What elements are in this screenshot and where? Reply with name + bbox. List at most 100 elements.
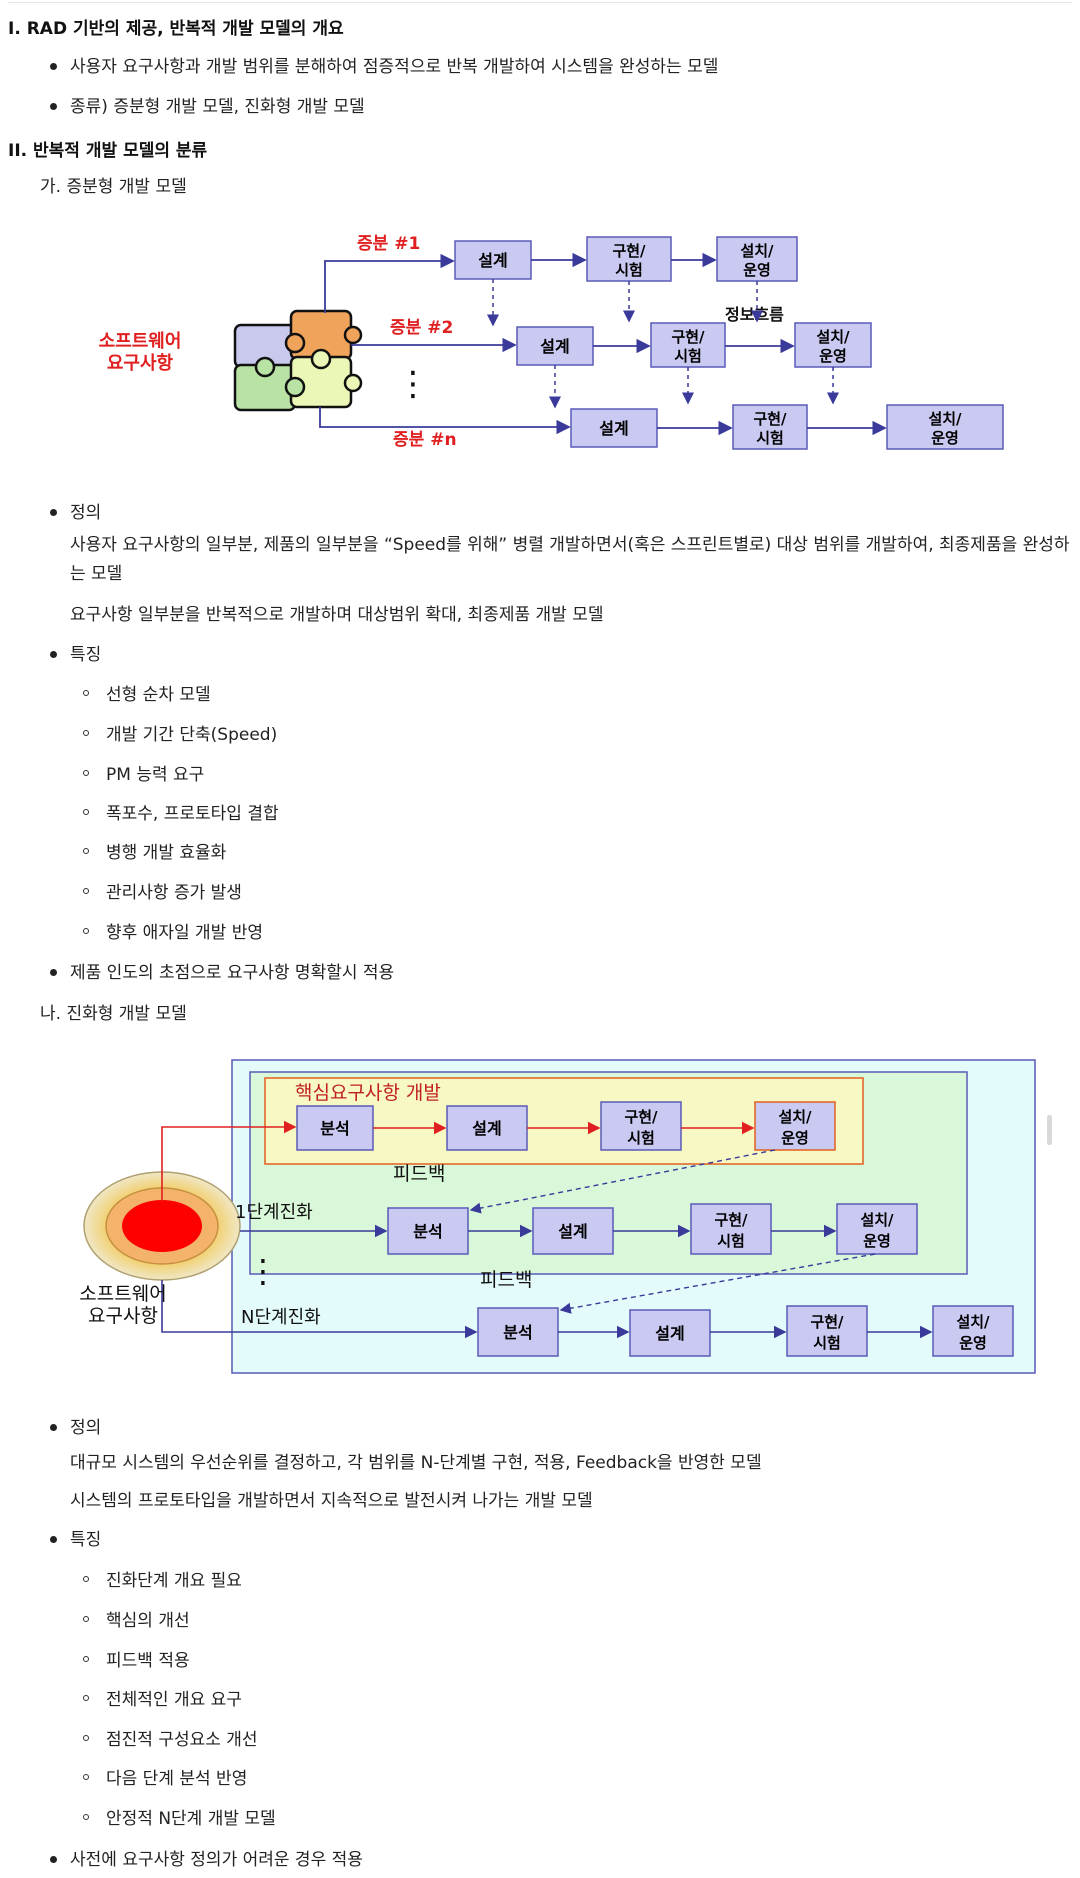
svg-text:분석: 분석: [503, 1323, 532, 1342]
bullet-dot: [50, 1536, 57, 1543]
svg-text:구현/: 구현/: [753, 410, 787, 428]
sub-bullet: [83, 809, 89, 815]
svg-text:운영: 운영: [959, 1334, 987, 1352]
svg-text:설치/: 설치/: [928, 410, 962, 428]
puzzle-icon: [233, 309, 363, 412]
software-requirements-label-2: 요구사항: [88, 1305, 158, 1327]
sub-bullet: [83, 928, 89, 934]
increment-1-label: 증분 #1: [357, 234, 420, 254]
install-box-core: [754, 1101, 836, 1151]
svg-text:시험: 시험: [615, 261, 643, 279]
incremental-feature: 향후 애자일 개발 반영: [106, 923, 263, 943]
sub-bullet: [83, 1695, 89, 1701]
section1-heading: I. RAD 기반의 제공, 반복적 개발 모델의 개요: [8, 19, 344, 39]
evolutionary-feature: 핵심의 개선: [106, 1611, 190, 1631]
svg-text:시험: 시험: [627, 1129, 655, 1147]
bullet-dot: [50, 1856, 57, 1863]
evolutionary-feature: 점진적 구성요소 개선: [106, 1730, 258, 1750]
design-box-stage1: [532, 1207, 614, 1255]
incremental-feature: 병행 개발 효율화: [106, 843, 227, 863]
design-box-stagen: [629, 1309, 711, 1357]
section2-heading: II. 반복적 개발 모델의 분류: [8, 141, 208, 161]
install-box-2: [794, 322, 872, 368]
svg-text:시험: 시험: [756, 429, 784, 447]
sub-bullet: [83, 730, 89, 736]
incremental-apply: 제품 인도의 초점으로 요구사항 명확할시 적용: [70, 963, 395, 983]
impl-box-stagen: [786, 1305, 868, 1357]
evolutionary-apply: 사전에 요구사항 정의가 어려운 경우 적용: [70, 1850, 363, 1870]
analysis-box-core: [296, 1105, 374, 1151]
section1-bullet-2: 종류) 증분형 개발 모델, 진화형 개발 모델: [70, 97, 365, 117]
incremental-feature: 폭포수, 프로토타입 결합: [106, 804, 279, 824]
design-box-core: [446, 1105, 528, 1151]
section1-bullet-1: 사용자 요구사항과 개발 범위를 분해하여 점증적으로 반복 개발하여 시스템을…: [70, 57, 719, 77]
incremental-feat-label: 특징: [70, 645, 102, 665]
install-box-stagen: [932, 1305, 1014, 1357]
evolutionary-feature: 다음 단계 분석 반영: [106, 1769, 248, 1789]
software-requirements-label-2: 요구사항: [107, 353, 174, 374]
sub-bullet: [83, 1735, 89, 1741]
sub-bullet: [83, 888, 89, 894]
evolutionary-model-diagram: 핵심요구사항 개발 분석 설계 구현/ 시험 설치/ 운영 분석 설계 구현/ …: [79, 1059, 1036, 1374]
evolutionary-def-text-1: 대규모 시스템의 우선순위를 결정하고, 각 범위를 N-단계별 구현, 적용,…: [70, 1453, 762, 1473]
incremental-def-text-1: 사용자 요구사항의 일부분, 제품의 일부분을 “Speed를 위해” 병렬 개…: [70, 535, 1070, 584]
install-box-3: [886, 404, 1004, 450]
bullet-dot: [50, 63, 57, 70]
impl-box-stage1: [690, 1203, 772, 1255]
evolutionary-def-label: 정의: [70, 1418, 102, 1438]
evolutionary-feat-label: 특징: [70, 1530, 102, 1550]
info-flow-label: 정보흐름: [725, 305, 784, 324]
sub-bullet: [83, 770, 89, 776]
install-box-stage1: [836, 1203, 918, 1255]
core-requirements-dot: [122, 1200, 202, 1252]
analysis-box-stagen: [477, 1307, 559, 1357]
evolutionary-feature: 안정적 N단계 개발 모델: [106, 1809, 276, 1829]
sub-bullet: [83, 1814, 89, 1820]
sub-bullet: [83, 1616, 89, 1622]
bullet-dot: [50, 651, 57, 658]
stage1-label: 1단계진화: [235, 1202, 313, 1223]
svg-text:운영: 운영: [819, 347, 847, 365]
svg-text:구현/: 구현/: [624, 1108, 658, 1126]
sub-bullet: [83, 848, 89, 854]
svg-text:시험: 시험: [813, 1334, 841, 1352]
impl-box-core: [600, 1101, 682, 1151]
svg-text:설치/: 설치/: [860, 1211, 894, 1229]
svg-text:운영: 운영: [863, 1232, 891, 1250]
evolutionary-def-text-2: 시스템의 프로토타입을 개발하면서 지속적으로 발전시켜 나가는 개발 모델: [70, 1491, 593, 1511]
feedback-label-n: 피드백: [480, 1269, 532, 1291]
svg-text:설계: 설계: [472, 1119, 501, 1138]
sub-bullet: [83, 1576, 89, 1582]
svg-text:운영: 운영: [931, 429, 959, 447]
software-requirements-label: 소프트웨어: [99, 331, 182, 352]
design-box-3: [570, 408, 658, 448]
core-label: 핵심요구사항 개발: [295, 1082, 441, 1104]
increment-2-label: 증분 #2: [390, 318, 453, 338]
svg-text:설치/: 설치/: [778, 1108, 812, 1126]
svg-text:설치/: 설치/: [740, 242, 774, 260]
scrollbar-thumb[interactable]: [1047, 1115, 1052, 1145]
incremental-feature: 선형 순차 모델: [106, 685, 211, 705]
impl-box-3: [732, 404, 808, 450]
svg-text:시험: 시험: [674, 347, 702, 365]
svg-text:구현/: 구현/: [714, 1211, 748, 1229]
increment-n-label: 증분 #n: [393, 430, 457, 450]
bullet-dot: [50, 103, 57, 110]
incremental-feature: PM 능력 요구: [106, 765, 205, 785]
incremental-feature: 관리사항 증가 발생: [106, 883, 242, 903]
vertical-dots: ⋮: [247, 1252, 279, 1290]
top-divider: [8, 2, 1072, 3]
svg-text:구현/: 구현/: [810, 1313, 844, 1331]
install-box-1: [716, 236, 798, 282]
bullet-dot: [50, 509, 57, 516]
svg-text:설계: 설계: [540, 337, 569, 356]
evolutionary-feature: 전체적인 개요 요구: [106, 1690, 242, 1710]
design-box-1: [454, 240, 532, 280]
svg-text:설계: 설계: [599, 419, 628, 438]
sub-bullet: [83, 1774, 89, 1780]
svg-text:설계: 설계: [478, 251, 507, 270]
feedback-label-1: 피드백: [393, 1163, 445, 1185]
incremental-def-text-2: 요구사항 일부분을 반복적으로 개발하며 대상범위 확대, 최종제품 개발 모델: [70, 605, 604, 625]
svg-text:운영: 운영: [743, 261, 771, 279]
evolutionary-feature: 피드백 적용: [106, 1651, 190, 1671]
